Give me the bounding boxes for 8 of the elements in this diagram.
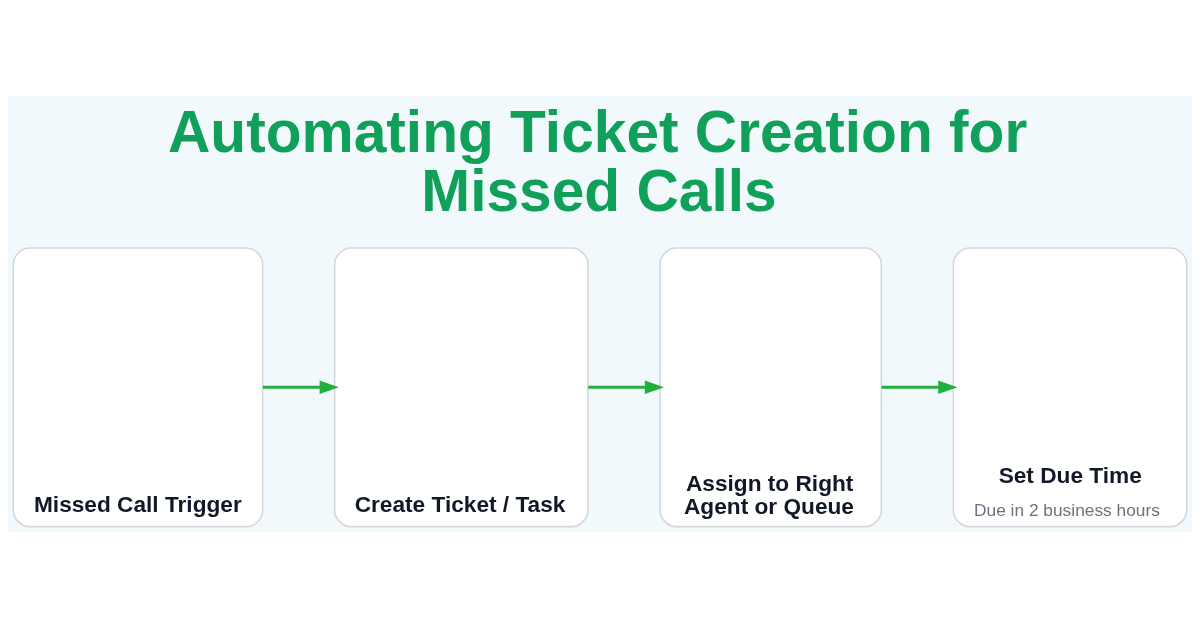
- node-box: Missed Call Trigger: [12, 247, 264, 528]
- node-box: Set Due Time Due in 2 business hours: [952, 247, 1188, 528]
- diagram-title: Automating Ticket Creation for Missed Calls: [168, 99, 1028, 223]
- arrow: [881, 380, 958, 395]
- arrow: [588, 380, 665, 395]
- node-box: Create Ticket / Task: [333, 247, 589, 528]
- node-box: Assign to Right Agent or Queue: [659, 247, 883, 528]
- arrow: [262, 380, 339, 395]
